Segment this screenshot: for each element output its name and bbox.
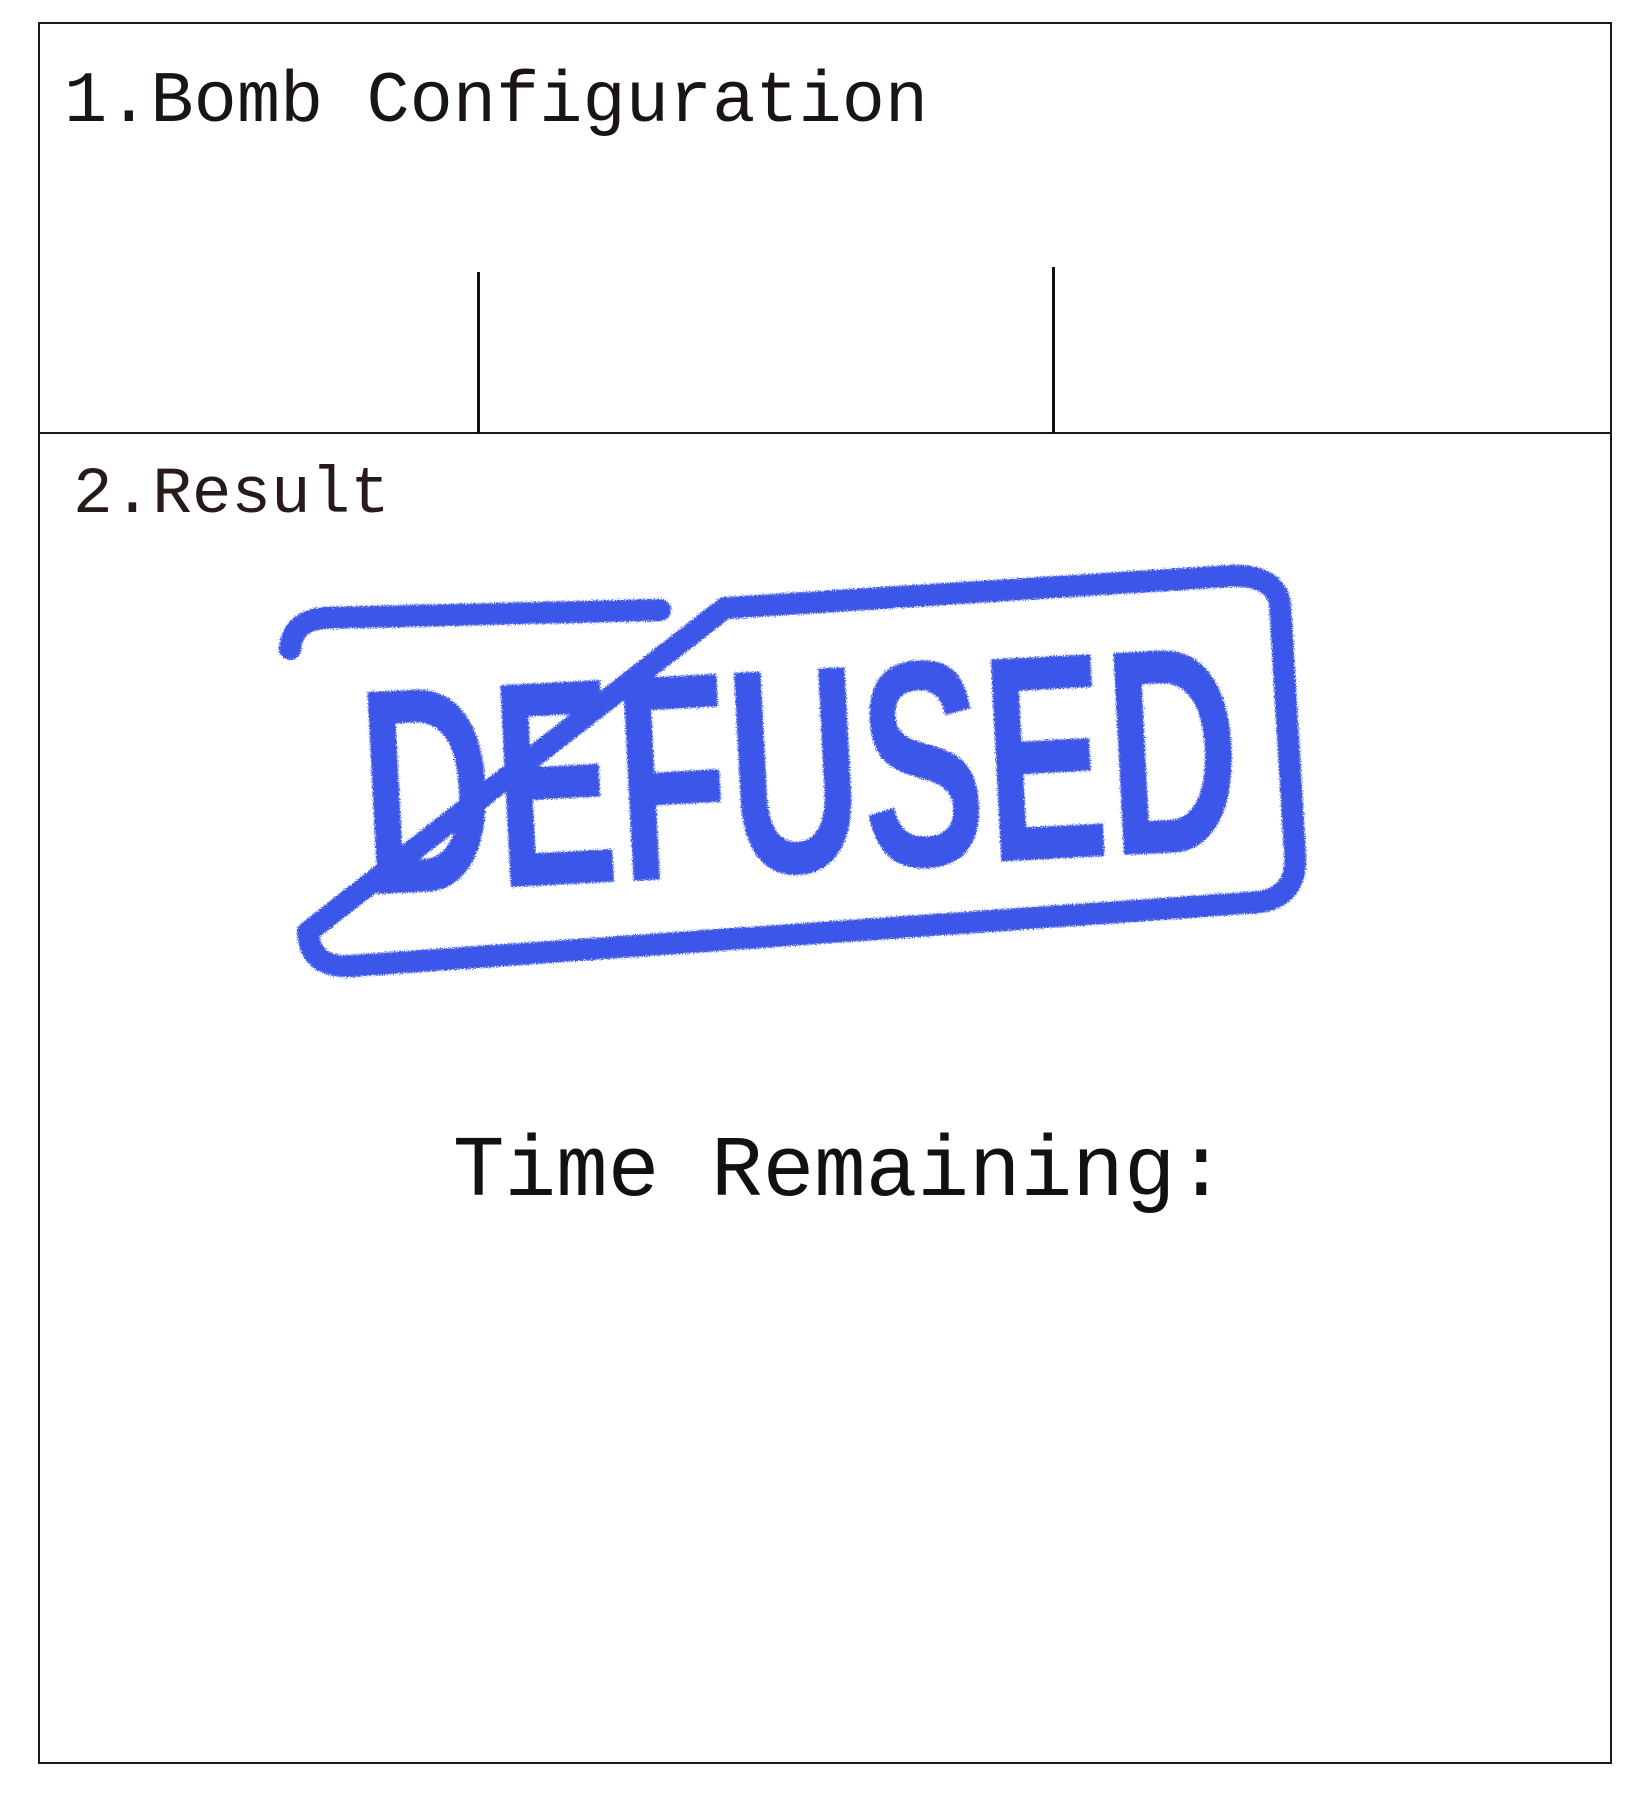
time-remaining-label: Time Remaining: [452, 1123, 1228, 1221]
config-slot-2[interactable] [481, 272, 1051, 432]
result-title: 2.Result [73, 457, 390, 532]
bomb-configuration-section: 1.Bomb Configuration [40, 24, 1610, 434]
stamp-label: DEFUSED [352, 583, 1248, 957]
slot-divider [477, 272, 480, 434]
time-remaining-value [40, 1254, 1610, 1344]
config-slot-3[interactable] [1056, 272, 1612, 432]
defused-stamp: DEFUSED [270, 524, 1470, 1044]
slot-divider [1052, 267, 1055, 434]
config-slot-1[interactable] [40, 272, 476, 432]
puzzle-sheet: 1.Bomb Configuration 2.Result DEFUSED Ti… [38, 22, 1612, 1764]
bomb-configuration-title: 1.Bomb Configuration [64, 61, 929, 143]
